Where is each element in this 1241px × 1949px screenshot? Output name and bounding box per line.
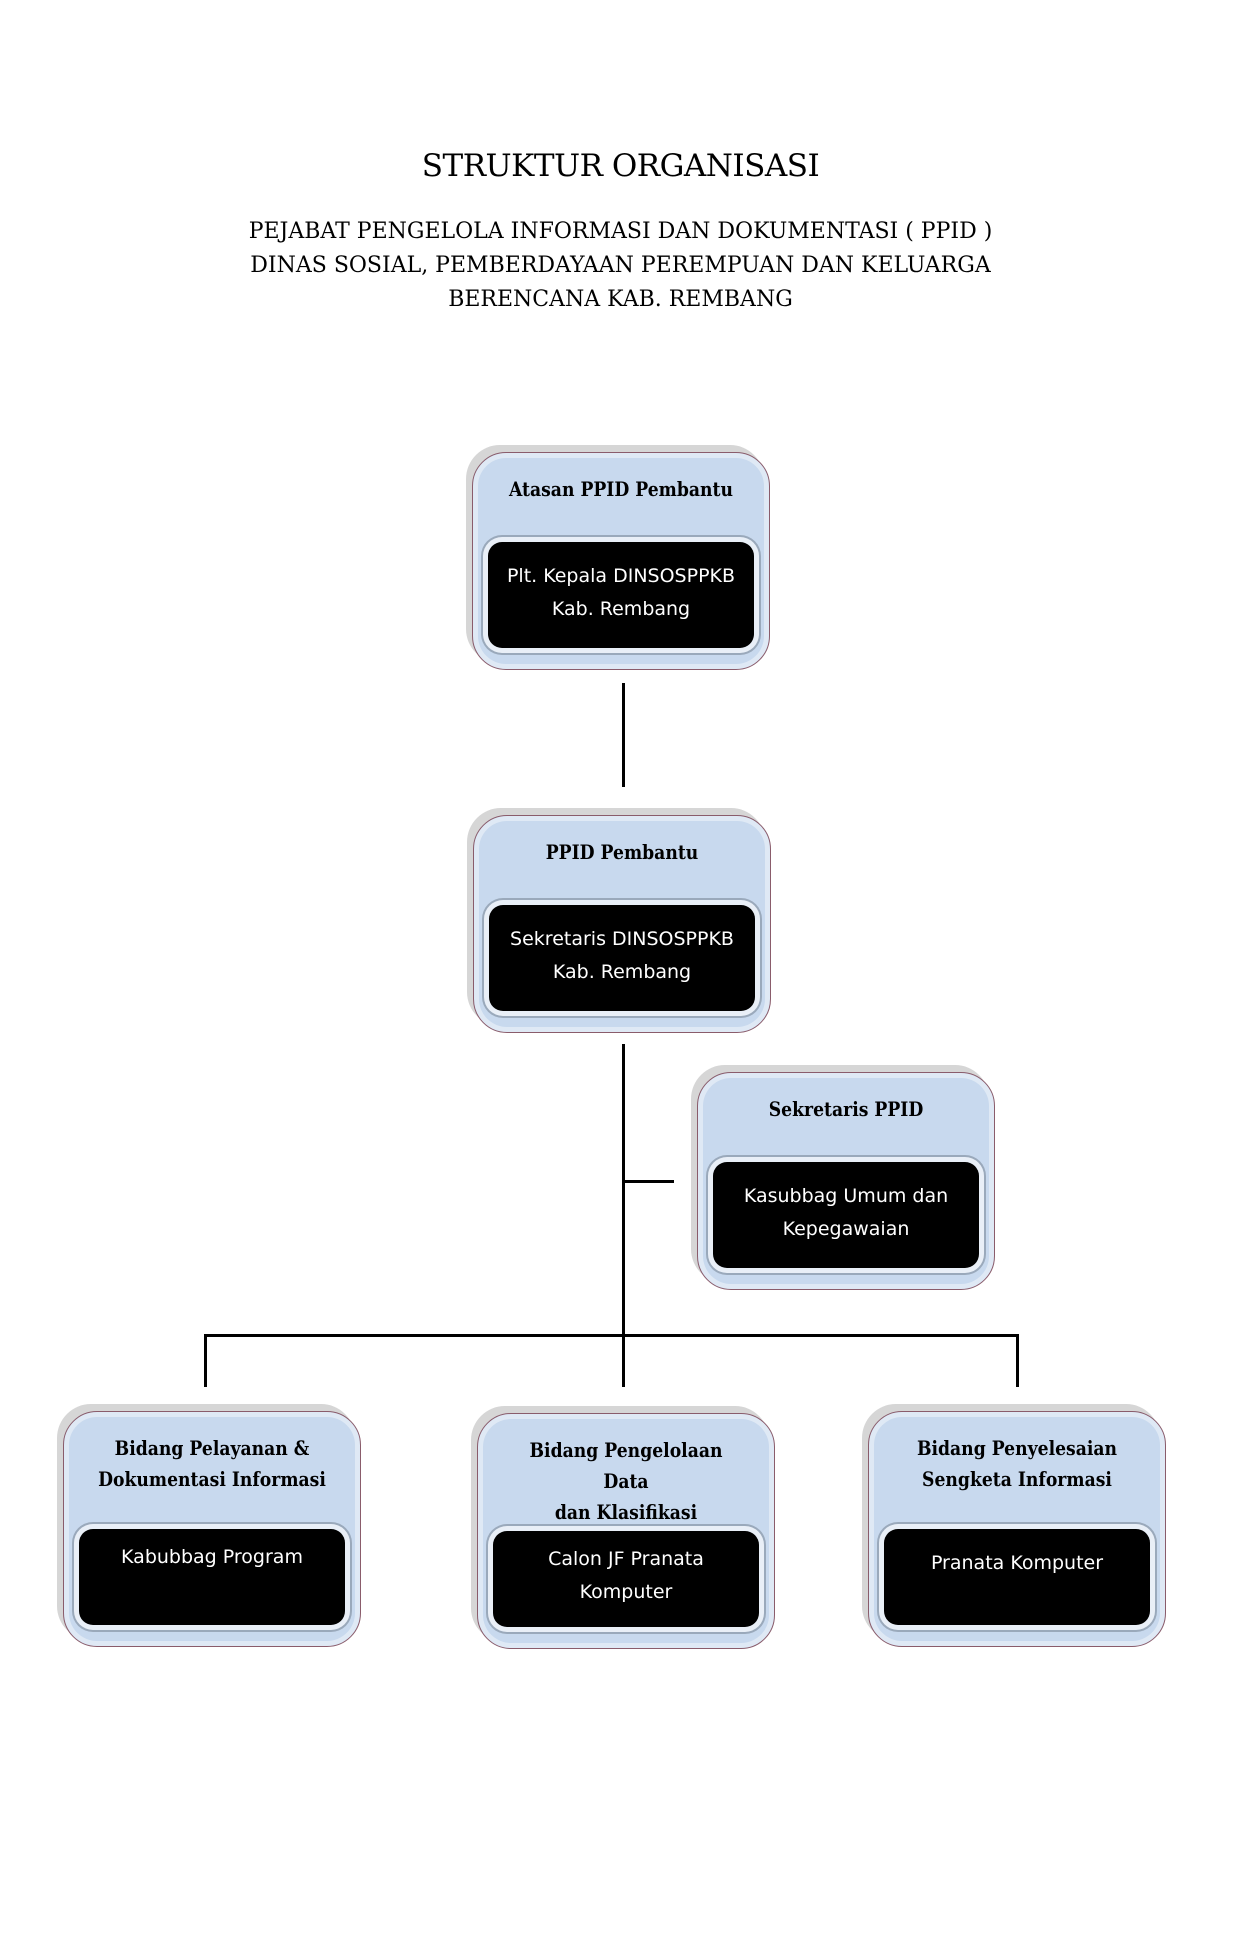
holder-line-1: Pranata Komputer	[930, 1552, 1104, 1574]
subtitle-line-1: PEJABAT PENGELOLA INFORMASI DAN DOKUMENT…	[248, 219, 993, 244]
node-holder-box: Plt. Kepala DINSOSPPKB Kab. Rembang	[488, 542, 754, 648]
node-title: Bidang Pelayanan & Dokumentasi Informasi	[92, 1433, 331, 1495]
subtitle-line-3: BERENCANA KAB. REMBANG	[448, 287, 793, 312]
node-ppid-pembantu: PPID Pembantu Sekretaris DINSOSPPKB Kab.…	[467, 808, 771, 1033]
node-bidang-pengelolaan-data: Bidang Pengelolaan Data dan Klasifikasi …	[471, 1406, 775, 1649]
node-title: Atasan PPID Pembantu	[508, 477, 734, 501]
node-title: PPID Pembantu	[545, 840, 699, 864]
node-title: Bidang Penyelesaian Sengketa Informasi	[897, 1433, 1136, 1495]
node-holder-box: Pranata Komputer	[884, 1529, 1150, 1625]
holder-line-2: Kepegawaian	[782, 1218, 910, 1240]
node-sekretaris-ppid: Sekretaris PPID Kasubbag Umum dan Kepega…	[691, 1065, 995, 1290]
connector-drop-center	[622, 1334, 625, 1387]
subtitle-line-2: DINAS SOSIAL, PEMBERDAYAAN PEREMPUAN DAN…	[250, 253, 991, 278]
holder-line-2: Kab. Rembang	[551, 598, 691, 620]
holder-line-1: Calon JF Pranata	[548, 1548, 704, 1570]
holder-line-1: Plt. Kepala DINSOSPPKB	[506, 565, 736, 587]
connector-sekretaris-branch	[622, 1180, 674, 1183]
node-holder-box: Sekretaris DINSOSPPKB Kab. Rembang	[489, 905, 755, 1011]
holder-line-2: Kab. Rembang	[552, 961, 692, 983]
node-title-line-1: Bidang Penyelesaian	[916, 1436, 1118, 1460]
node-holder-box: Kasubbag Umum dan Kepegawaian	[713, 1162, 979, 1268]
node-holder-box: Calon JF Pranata Komputer	[493, 1531, 759, 1627]
node-title-line-2: Dokumentasi Informasi	[98, 1467, 326, 1491]
holder-line-2: Komputer	[579, 1581, 673, 1603]
holder-line-1: Sekretaris DINSOSPPKB	[510, 928, 734, 950]
connector-ppid-trunk	[622, 1044, 625, 1334]
connector-horizontal-bar	[204, 1334, 1019, 1337]
node-holder-box: Kabubbag Program	[79, 1529, 345, 1625]
connector-drop-left	[204, 1334, 207, 1387]
holder-line-1: Kasubbag Umum dan	[743, 1185, 949, 1207]
holder-line-1: Kabubbag Program	[121, 1546, 303, 1568]
node-atasan-ppid-pembantu: Atasan PPID Pembantu Plt. Kepala DINSOSP…	[466, 445, 770, 670]
connector-drop-right	[1016, 1334, 1019, 1387]
connector-atasan-ppid	[622, 683, 625, 787]
node-title-line-1: Bidang Pengelolaan Data	[529, 1438, 723, 1493]
page-title: STRUKTUR ORGANISASI	[421, 148, 820, 184]
node-bidang-pelayanan: Bidang Pelayanan & Dokumentasi Informasi…	[57, 1404, 361, 1647]
node-title-line-1: Bidang Pelayanan &	[114, 1436, 310, 1460]
node-title: Sekretaris PPID	[768, 1097, 924, 1121]
node-title-line-2: Sengketa Informasi	[922, 1467, 1112, 1491]
node-bidang-penyelesaian: Bidang Penyelesaian Sengketa Informasi P…	[862, 1404, 1166, 1647]
